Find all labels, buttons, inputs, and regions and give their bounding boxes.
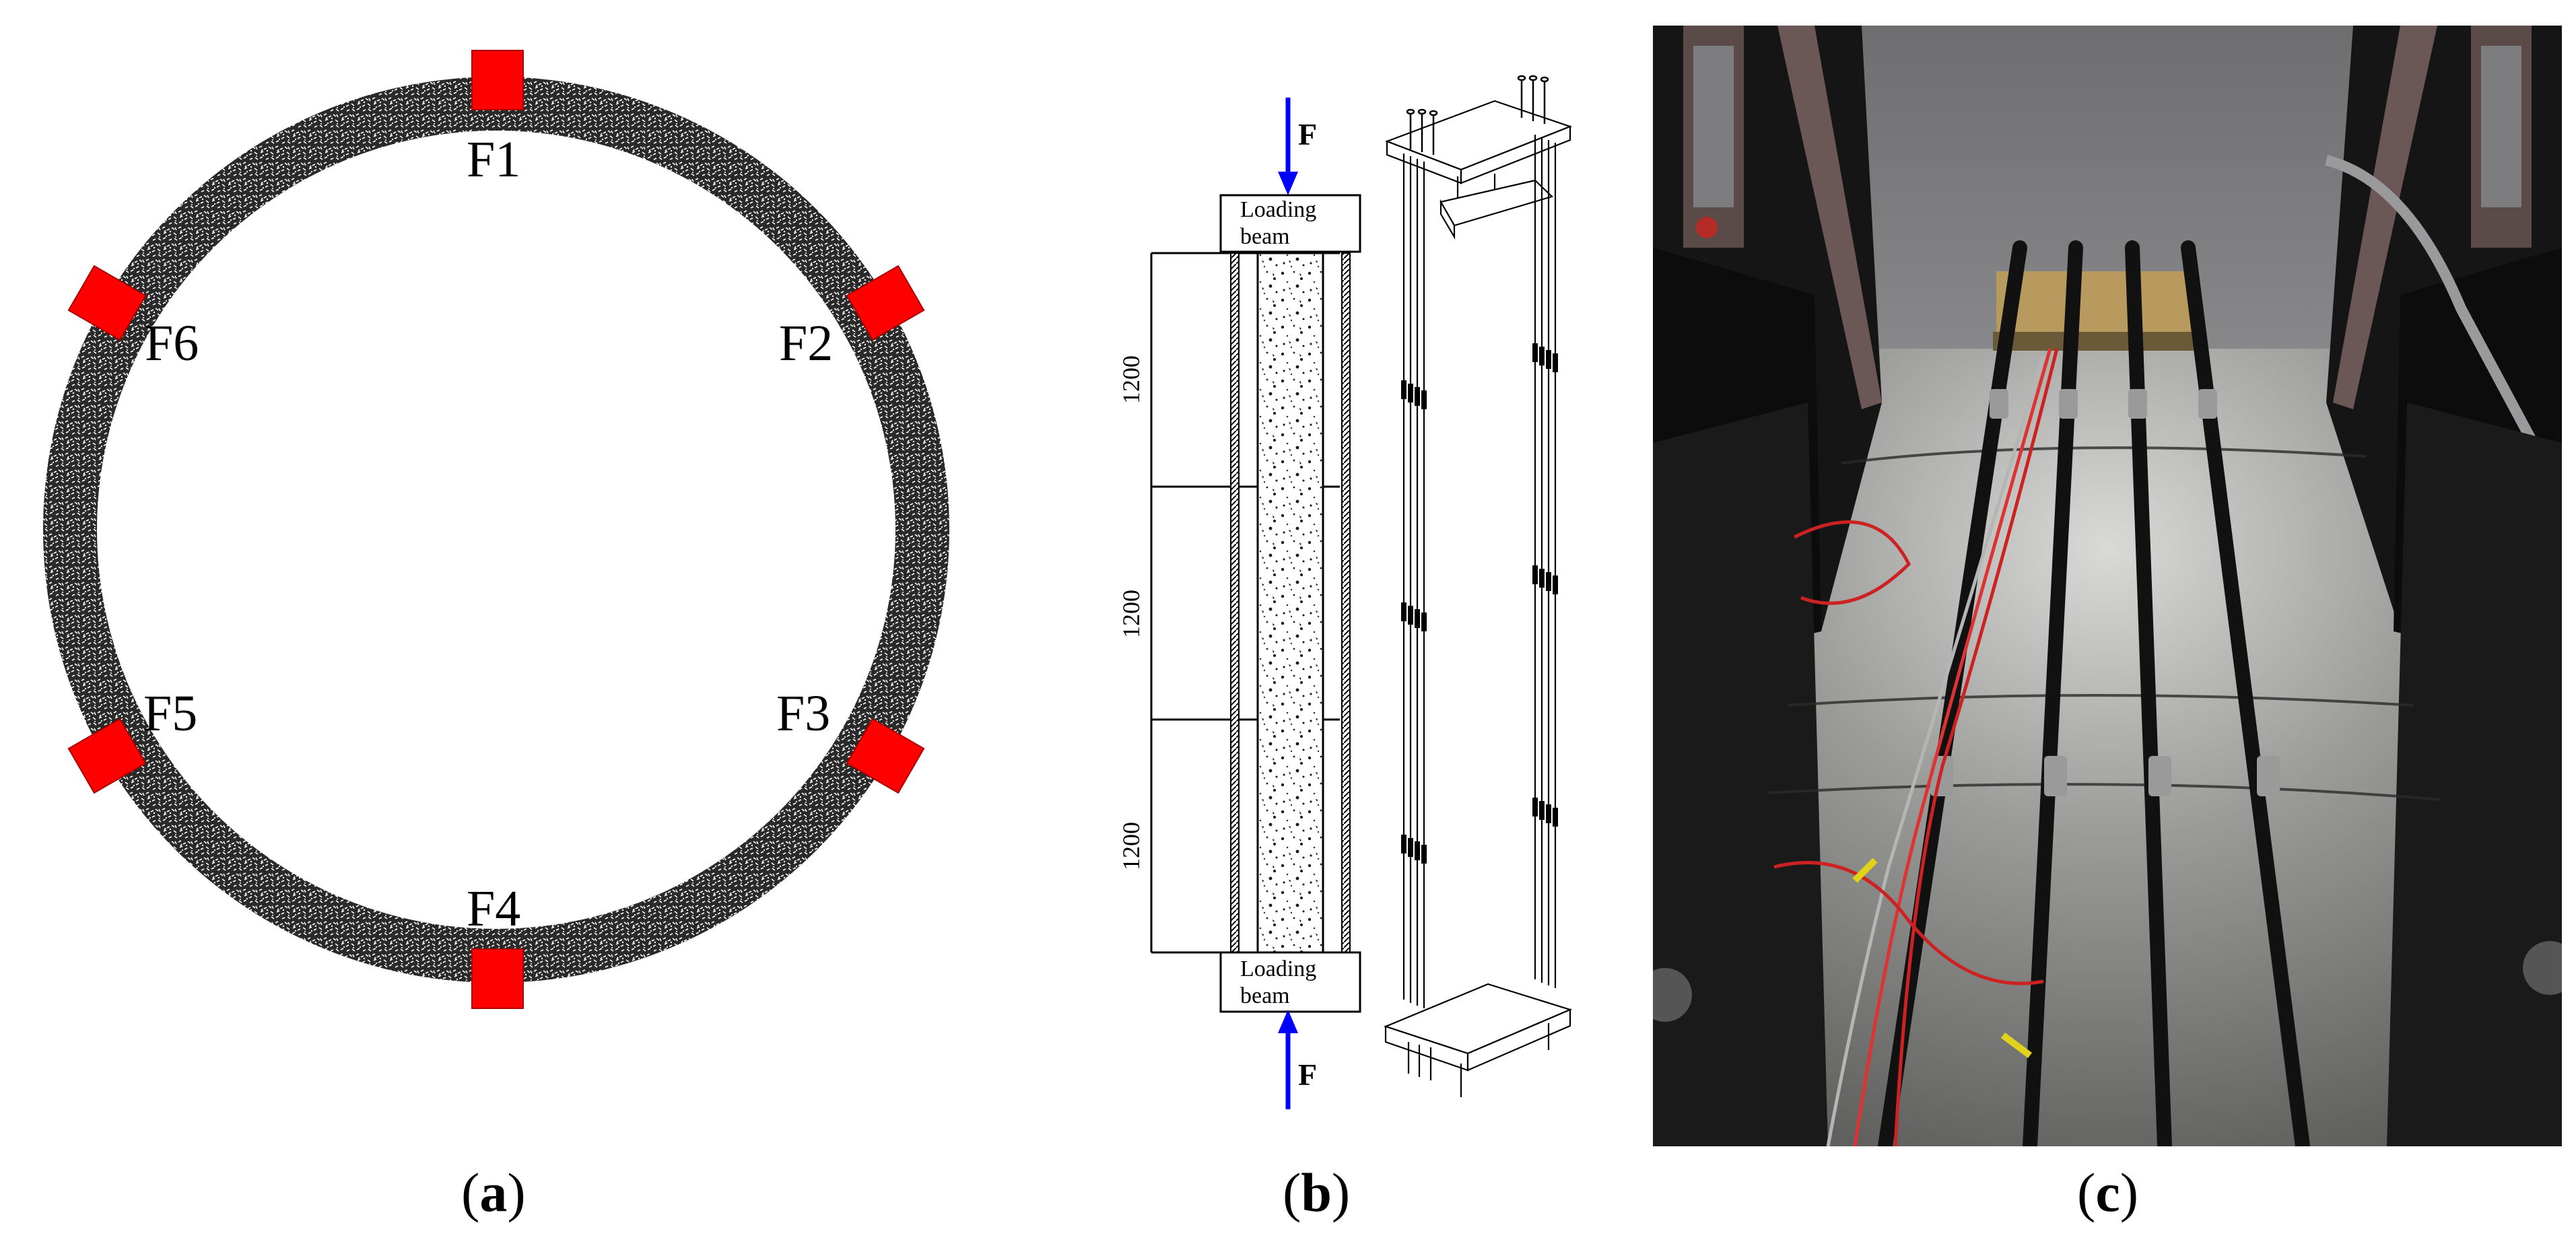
marker-f5 <box>67 718 147 794</box>
marker-f2 <box>846 265 925 341</box>
panel-b-loading-setup: F Loading beam 1200 1200 1200 <box>1064 0 1636 1254</box>
loading-setup-svg: F Loading beam 1200 1200 1200 <box>1118 75 1573 1109</box>
back-wall <box>1808 26 2407 376</box>
load-label-bottom: F <box>1298 1057 1317 1092</box>
caption-c: (c) <box>2077 1162 2139 1223</box>
panel-c-test-photo <box>1638 26 2576 1154</box>
marker-labels: F1 F2 F3 F4 F5 F6 <box>143 131 833 937</box>
rebar-couplers <box>1401 343 1558 864</box>
load-arrow-top: F <box>1278 98 1317 195</box>
marker-f3 <box>846 718 925 794</box>
concrete-floor <box>1653 349 2562 1146</box>
beam-bottom-line1: Loading <box>1240 956 1316 981</box>
caption-a: (a) <box>461 1162 526 1223</box>
top-bolts <box>1406 75 1549 155</box>
beam-bottom-line2: beam <box>1240 983 1290 1008</box>
rod-couplers <box>1930 389 2280 796</box>
sensor-wires <box>1773 348 2059 1147</box>
marker-f4 <box>471 948 524 1009</box>
dim-segment-3: 1200 <box>1118 822 1145 870</box>
specimen-elevation <box>1230 252 1351 954</box>
concrete-ring <box>43 77 949 983</box>
sensor-markers <box>67 50 925 1009</box>
beam-top-line1: Loading <box>1240 197 1316 222</box>
left-frame <box>1653 26 1882 1146</box>
isometric-rebar-cage <box>1383 75 1573 1097</box>
marker-f6 <box>67 265 147 341</box>
label-f6: F6 <box>145 315 199 372</box>
dim-segment-1: 1200 <box>1118 355 1145 404</box>
ring-diagram-svg: F1 F2 F3 F4 F5 F6 <box>43 50 949 1009</box>
label-f3: F3 <box>776 685 830 742</box>
marker-f1 <box>471 50 524 110</box>
label-f4: F4 <box>467 880 520 937</box>
right-frame <box>2325 26 2567 1146</box>
label-f2: F2 <box>779 315 833 372</box>
beam-top-line2: beam <box>1240 224 1290 249</box>
test-setup-photo <box>1638 26 2576 1154</box>
top-plate <box>1996 271 2198 339</box>
floor-cracks <box>1767 446 2441 801</box>
panel-a-ring-diagram: F1 F2 F3 F4 F5 F6 <box>0 0 1030 1254</box>
dimension-labels: 1200 1200 1200 <box>1118 355 1145 870</box>
load-arrow-bottom: F <box>1278 1010 1317 1109</box>
dim-segment-2: 1200 <box>1118 590 1145 638</box>
load-label-top: F <box>1298 117 1317 151</box>
loading-beam-top: Loading beam <box>1219 194 1361 253</box>
label-f5: F5 <box>143 685 197 742</box>
loading-beam-bottom: Loading beam <box>1219 951 1361 1013</box>
caption-b: (b) <box>1283 1162 1351 1223</box>
label-f1: F1 <box>467 131 520 188</box>
